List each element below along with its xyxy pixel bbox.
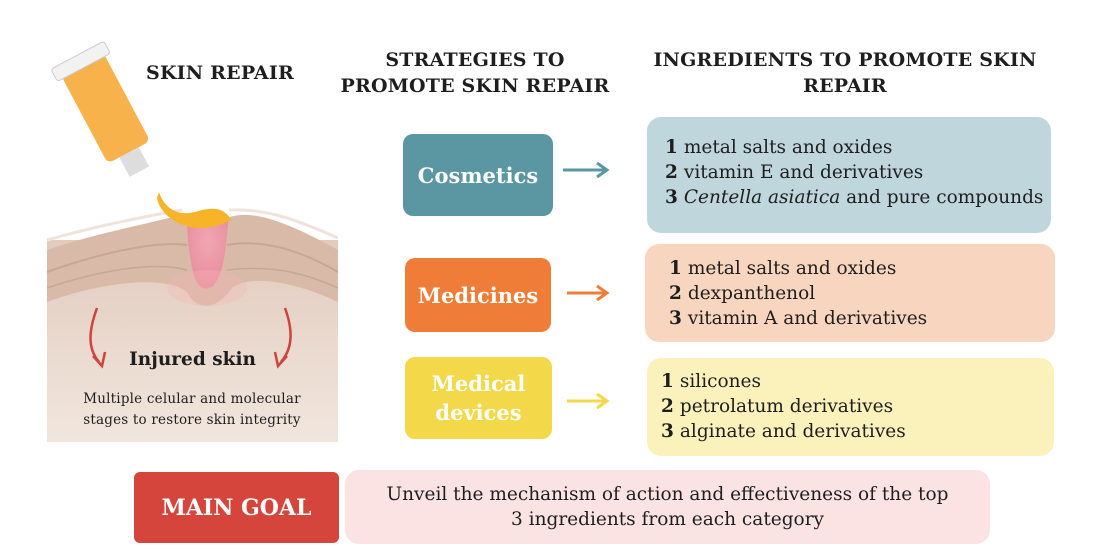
item-number: 3 — [661, 421, 674, 442]
item-text: metal salts and oxides — [687, 258, 897, 279]
item-text: metal salts and oxides — [683, 137, 893, 158]
item-number: 3 — [669, 308, 682, 329]
ointment-tube — [51, 41, 150, 177]
category-cosmetics: Cosmetics — [403, 134, 553, 216]
main-goal-label: MAIN GOAL — [134, 472, 339, 543]
item-number: 2 — [665, 162, 678, 183]
main-goal-box: Unveil the mechanism of action and effec… — [345, 470, 990, 544]
arrow-medical-devices — [567, 392, 610, 410]
category-medicines: Medicines — [405, 258, 551, 332]
item-text: dexpanthenol — [687, 283, 816, 304]
wound — [187, 216, 229, 289]
item-number: 2 — [669, 283, 682, 304]
header-ingredients: INGREDIENTS TO PROMOTE SKIN REPAIR — [653, 49, 1037, 97]
item-text: silicones — [679, 371, 761, 392]
header-strategies: STRATEGIES TO PROMOTE SKIN REPAIR — [340, 49, 610, 97]
item-text: alginate and derivatives — [679, 421, 906, 442]
arrow-cosmetics — [563, 161, 610, 179]
category-medical-devices-label: Medical devices — [431, 371, 526, 425]
item-text: petrolatum derivatives — [679, 396, 894, 417]
item-number: 2 — [661, 396, 674, 417]
main-goal-text: Unveil the mechanism of action and effec… — [386, 484, 949, 530]
item-number: 3 — [665, 187, 678, 208]
category-medical-devices: Medical devices — [405, 357, 552, 439]
header-skin-repair: SKIN REPAIR — [146, 62, 294, 84]
repair-description: Multiple celular and molecular stages to… — [83, 391, 301, 428]
ointment — [157, 192, 231, 228]
item-text: and pure compounds — [840, 187, 1044, 208]
item-number: 1 — [661, 371, 674, 392]
skin-repair-illustration — [47, 41, 338, 442]
item-text: vitamin A and derivatives — [687, 308, 928, 329]
injured-skin-label: Injured skin — [129, 349, 256, 370]
item-number: 1 — [665, 137, 678, 158]
item-text: vitamin E and derivatives — [683, 162, 924, 183]
item-text-italic: Centella asiatica — [683, 187, 841, 208]
item-number: 1 — [669, 258, 682, 279]
arrow-medicines — [567, 284, 610, 302]
